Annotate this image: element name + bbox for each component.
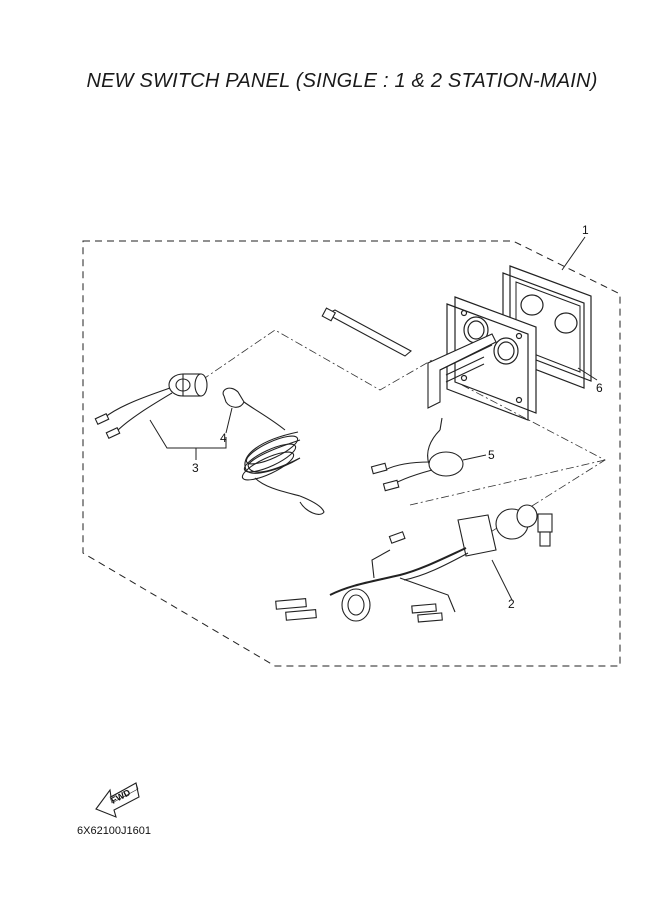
callout-2: 2: [508, 597, 515, 611]
callout-5: 5: [488, 448, 495, 462]
page-title: NEW SWITCH PANEL (SINGLE : 1 & 2 STATION…: [86, 70, 598, 92]
callout-4: 4: [220, 431, 227, 445]
cable-tie: [321, 307, 412, 357]
callout-1: 1: [582, 223, 589, 237]
emergency-stop-switch: [94, 373, 208, 439]
assembly-boundary: [82, 240, 621, 667]
callout-6: 6: [596, 381, 603, 395]
alignment-lines: [201, 329, 606, 546]
part-code: 6X62100J1601: [77, 825, 152, 837]
fwd-arrow-icon: FWD: [95, 782, 140, 818]
wiring-connector: [370, 417, 464, 492]
main-switch-harness: [275, 504, 553, 623]
leader-lines: [149, 236, 598, 601]
mounting-bracket: [427, 333, 497, 409]
lanyard-cord: [222, 387, 325, 515]
callout-3: 3: [192, 461, 199, 475]
